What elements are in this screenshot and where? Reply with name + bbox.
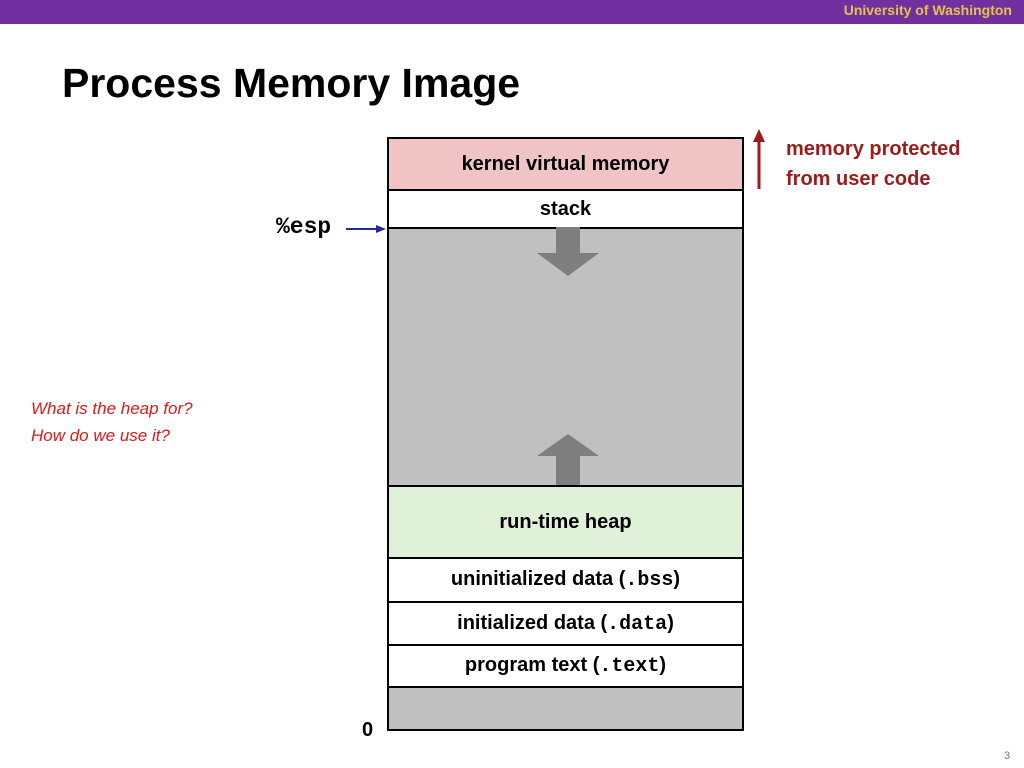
heap-growth-arrow-up-icon <box>537 434 599 485</box>
page-number: 3 <box>1004 750 1011 762</box>
protected-note-line1: memory protected <box>786 138 961 160</box>
slide-title: Process Memory Image <box>62 60 521 106</box>
protected-arrow-up-icon <box>753 129 765 189</box>
protected-note-line2: from user code <box>786 168 931 190</box>
segment-bss-label: uninitialized data (.bss) <box>450 568 681 592</box>
heap-question-line2: How do we use it? <box>31 426 170 445</box>
bottom-address-label: 0 <box>362 719 374 741</box>
segment-bss: uninitialized data (.bss) <box>389 559 742 603</box>
institution-name: University of Washington <box>843 2 1012 18</box>
segment-data: initialized data (.data) <box>389 603 742 646</box>
protected-note: memory protected from user code <box>786 134 961 194</box>
segment-text: program text (.text) <box>389 646 742 688</box>
segment-heap-label: run-time heap <box>499 510 632 533</box>
header-bar: University of Washington <box>0 0 1024 24</box>
esp-label: %esp <box>276 214 332 240</box>
segment-reserved <box>389 688 742 729</box>
segment-text-label: program text (.text) <box>464 654 667 678</box>
esp-arrow-right-icon <box>346 225 386 233</box>
segment-stack-label: stack <box>539 198 592 220</box>
segment-kernel: kernel virtual memory <box>389 139 742 191</box>
heap-question-line1: What is the heap for? <box>31 399 193 418</box>
segment-kernel-label: kernel virtual memory <box>461 152 670 175</box>
segment-data-label: initialized data (.data) <box>457 611 674 636</box>
stack-growth-arrow-down-icon <box>537 227 599 276</box>
heap-question: What is the heap for? How do we use it? <box>31 395 193 449</box>
segment-heap: run-time heap <box>389 487 742 559</box>
segment-stack: stack <box>389 191 742 229</box>
